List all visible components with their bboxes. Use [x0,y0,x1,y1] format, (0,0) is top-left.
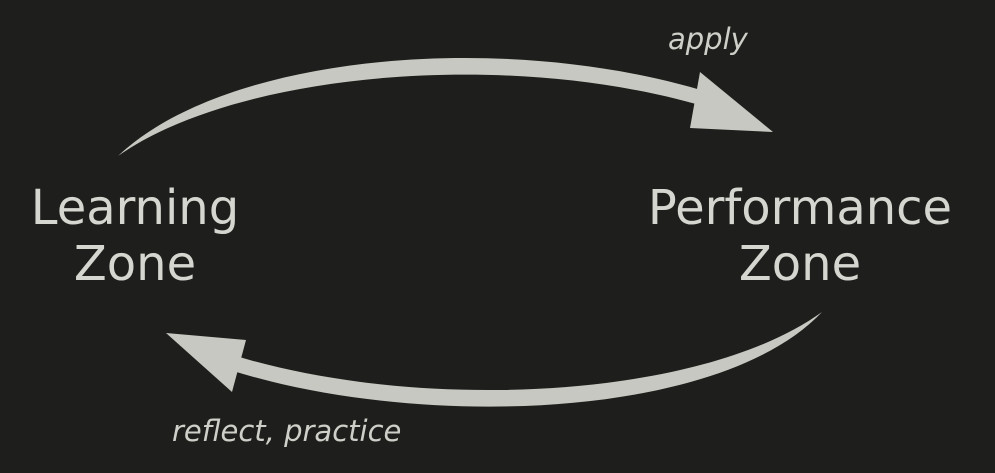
performance-zone-label: Performance Zone [640,180,960,292]
reflect-practice-label: reflect, practice [172,414,402,448]
apply-arrow [118,58,773,156]
performance-zone-line2: Zone [738,236,862,292]
learning-zone-line1: Learning [30,180,240,236]
performance-zone-line1: Performance [647,180,953,236]
learning-zone-label: Learning Zone [20,180,250,292]
reflect-practice-arrow [166,312,822,407]
apply-label: apply [668,22,748,56]
learning-zone-line2: Zone [73,236,197,292]
